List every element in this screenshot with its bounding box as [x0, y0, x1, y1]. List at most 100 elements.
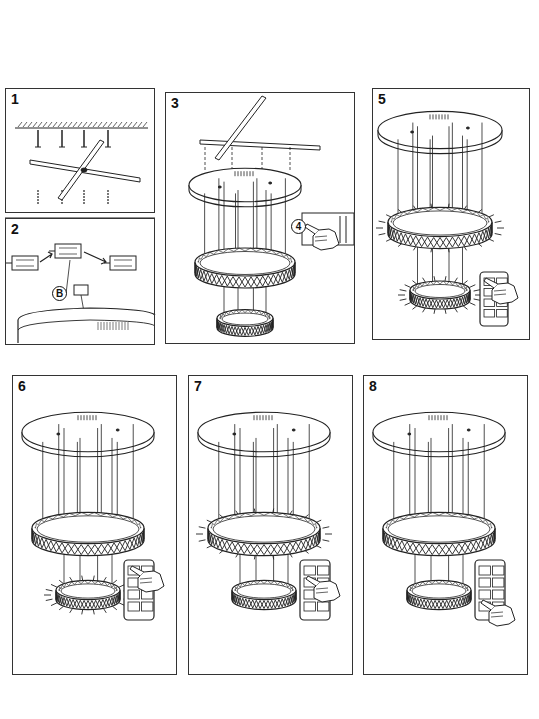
outline: [18, 320, 155, 330]
stroke: [429, 415, 430, 420]
stroke: [285, 178, 286, 253]
outline: [200, 140, 320, 150]
stroke: [35, 147, 41, 148]
stroke: [241, 171, 242, 176]
remote-button: [479, 590, 490, 599]
stroke: [495, 234, 502, 235]
stroke: [234, 424, 235, 519]
remote-button: [128, 590, 139, 599]
ellipse: [378, 111, 502, 148]
stroke: [316, 588, 328, 589]
stroke: [277, 424, 278, 519]
remote-illustration: [196, 412, 340, 620]
outline: [388, 223, 492, 248]
stroke: [114, 266, 132, 267]
outline: [388, 225, 492, 248]
stroke: [15, 127, 148, 128]
stroke: [323, 540, 330, 541]
step-number: 8: [369, 379, 377, 393]
stroke: [323, 527, 330, 528]
stroke: [400, 299, 407, 300]
stroke: [491, 612, 503, 613]
stroke: [133, 424, 134, 519]
stroke: [196, 534, 203, 535]
stroke: [64, 428, 65, 585]
stroke: [452, 424, 453, 519]
stroke: [469, 303, 475, 306]
ellipse: [232, 580, 296, 599]
ellipse: [208, 512, 320, 543]
stroke: [444, 309, 446, 314]
stroke: [37, 130, 39, 147]
outline: [35, 512, 141, 528]
step-number: 6: [18, 379, 26, 393]
stroke: [439, 114, 440, 119]
step-panel: 5: [372, 88, 530, 340]
outline: [58, 140, 104, 200]
outline: [208, 529, 320, 555]
remote-button: [497, 310, 508, 318]
stroke: [143, 122, 147, 127]
stroke: [250, 171, 251, 176]
stroke: [107, 190, 108, 205]
stroke: [59, 254, 77, 255]
stroke: [88, 122, 92, 127]
stroke: [272, 415, 273, 420]
step-panel: 3: [165, 92, 355, 344]
stroke: [444, 415, 445, 420]
outline: [195, 265, 295, 287]
ellipse: [116, 429, 119, 431]
outline: [217, 320, 273, 335]
remote-button: [479, 566, 490, 575]
stroke: [46, 599, 53, 600]
stroke: [434, 276, 436, 281]
ellipse: [213, 516, 315, 542]
outline: [198, 248, 292, 262]
ellipse: [81, 168, 87, 172]
stroke: [253, 171, 254, 176]
stroke: [469, 285, 475, 288]
ellipse: [222, 313, 268, 325]
stroke: [247, 171, 248, 176]
stroke: [81, 576, 83, 581]
stroke: [61, 130, 63, 147]
remote-button: [493, 590, 504, 599]
stroke: [435, 415, 436, 420]
outline: [383, 529, 495, 555]
stroke: [273, 428, 274, 585]
stroke: [316, 592, 328, 593]
stroke: [430, 114, 431, 119]
ellipse: [237, 584, 291, 598]
stroke: [122, 322, 123, 330]
stroke: [58, 122, 62, 127]
terminal-block: [55, 244, 81, 258]
stroke: [81, 147, 87, 148]
outline: [66, 260, 70, 294]
outline: [410, 292, 470, 308]
stroke: [101, 424, 102, 519]
stroke: [43, 122, 47, 127]
stroke: [101, 322, 102, 330]
stroke: [93, 609, 95, 614]
stroke: [433, 114, 434, 119]
outline: [407, 591, 471, 609]
stroke: [28, 122, 32, 127]
stroke: [199, 540, 206, 541]
stroke: [266, 415, 267, 420]
ellipse: [412, 584, 466, 598]
stroke: [51, 584, 57, 587]
outline: [40, 252, 52, 262]
stroke: [128, 122, 132, 127]
stroke: [58, 424, 59, 519]
stroke: [290, 147, 291, 172]
stroke: [114, 260, 132, 261]
stroke: [119, 322, 120, 330]
stroke: [438, 415, 439, 420]
outline: [489, 605, 515, 626]
stroke: [128, 322, 129, 330]
outline: [232, 592, 296, 608]
ellipse: [233, 433, 236, 435]
stroke: [107, 322, 108, 330]
